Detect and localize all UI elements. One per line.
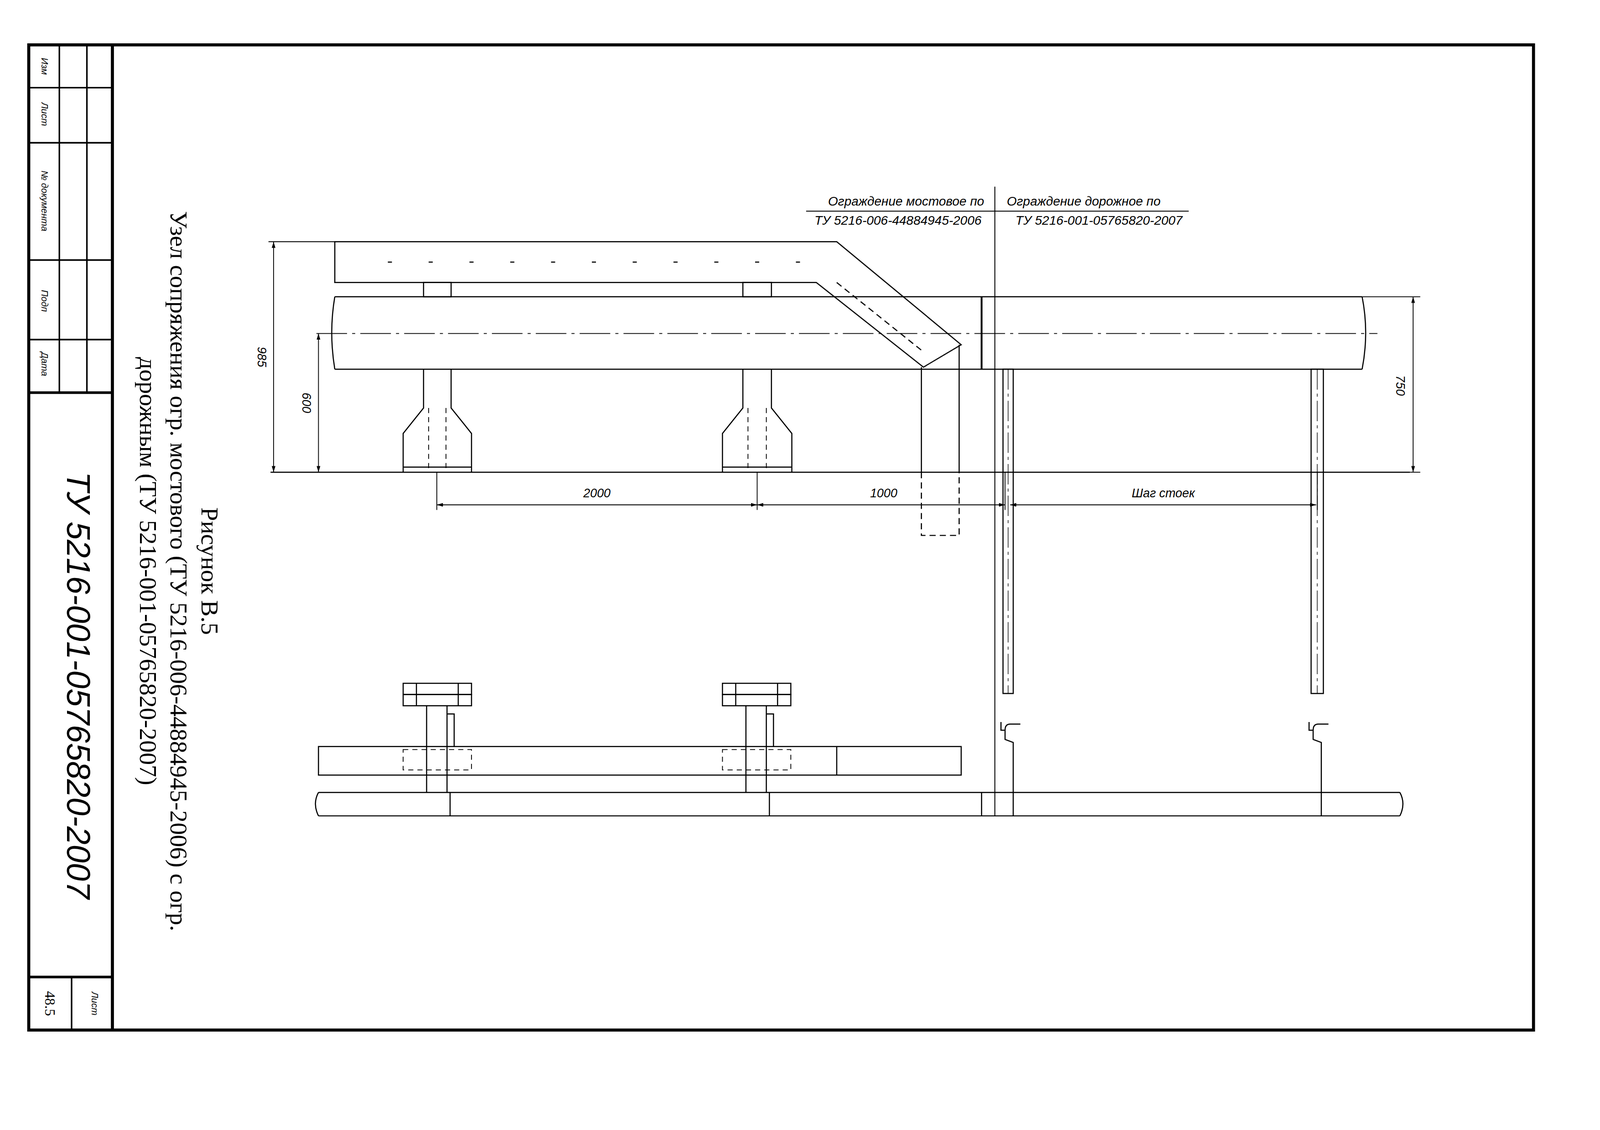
dimension-value: 600 bbox=[299, 392, 313, 414]
elevation-view bbox=[994, 186, 996, 816]
figure-caption: Узел сопряжения огр. мостового (ТУ 5216-… bbox=[132, 183, 194, 959]
plan-view bbox=[836, 746, 838, 776]
dimension-lines bbox=[1361, 296, 1421, 298]
plan-view bbox=[1000, 722, 1021, 817]
elevation-view bbox=[742, 282, 772, 297]
stamp-cell-label: Изм bbox=[39, 57, 49, 75]
dimension-lines bbox=[756, 472, 758, 511]
dimension-value: 1000 bbox=[869, 487, 898, 501]
sheet-number: 48.5 bbox=[41, 991, 57, 1017]
elevation-view bbox=[403, 369, 472, 473]
dimension-lines bbox=[436, 504, 758, 506]
plan-view bbox=[426, 705, 455, 817]
elevation-view bbox=[270, 186, 1410, 816]
elevation-view bbox=[980, 296, 983, 370]
dimension-value: 750 bbox=[1393, 375, 1407, 396]
elevation-view bbox=[806, 210, 1189, 212]
stamp-cell-label: Дата bbox=[39, 352, 49, 377]
plan-view bbox=[981, 792, 983, 816]
dimension-lines bbox=[1004, 472, 1006, 511]
elevation-view bbox=[423, 282, 451, 297]
stamp-cell-label: № документа bbox=[39, 170, 49, 232]
section-label: Ограждение дорожное по bbox=[1006, 195, 1161, 209]
elevation-view bbox=[921, 344, 960, 473]
dimension-lines bbox=[757, 504, 1006, 506]
plan-view bbox=[722, 683, 791, 695]
sheet-frame bbox=[28, 259, 113, 261]
sheet-frame bbox=[70, 977, 73, 1031]
elevation-view bbox=[388, 261, 817, 263]
elevation-view bbox=[722, 369, 792, 473]
sheet-frame bbox=[28, 976, 113, 979]
elevation-view bbox=[316, 333, 1378, 335]
plan-view bbox=[315, 792, 1404, 816]
plan-view bbox=[318, 746, 962, 776]
elevation-view bbox=[1310, 369, 1324, 694]
dimension-value: Шаг стоек bbox=[1131, 487, 1195, 501]
document-code: ТУ 5216-001-05765820-2007 bbox=[60, 471, 95, 900]
elevation-view bbox=[1003, 369, 1014, 694]
elevation-view bbox=[428, 408, 446, 473]
elevation-view bbox=[331, 296, 1367, 370]
figure-title: Рисунок В.5 bbox=[196, 507, 223, 636]
section-label: Ограждение мостовое по bbox=[828, 195, 984, 209]
section-label: ТУ 5216-006-44884945-2006 bbox=[814, 214, 982, 228]
dimension-lines bbox=[268, 241, 1421, 510]
plan-view bbox=[722, 749, 791, 771]
plan-view bbox=[722, 694, 791, 707]
dimension-value: 2000 bbox=[583, 487, 611, 501]
dimension-value: 985 bbox=[254, 346, 268, 368]
sheet-frame bbox=[28, 44, 1534, 1031]
dimension-lines bbox=[1316, 472, 1318, 511]
elevation-view bbox=[836, 282, 924, 353]
dimension-lines bbox=[1412, 296, 1414, 473]
sheet-frame bbox=[28, 44, 1534, 1031]
section-label: ТУ 5216-001-05765820-2007 bbox=[1015, 214, 1183, 228]
sheet-frame bbox=[110, 44, 114, 1031]
plan-view bbox=[745, 705, 774, 817]
dimension-lines bbox=[436, 472, 438, 511]
plan-view bbox=[403, 694, 472, 707]
elevation-view bbox=[1316, 369, 1318, 694]
plan-view bbox=[403, 749, 472, 771]
sheet-frame bbox=[28, 87, 113, 89]
plan-view bbox=[315, 683, 1404, 817]
sheet-frame bbox=[28, 338, 113, 341]
elevation-view bbox=[270, 471, 1410, 473]
sheet-frame bbox=[28, 142, 113, 144]
elevation-view bbox=[921, 472, 960, 536]
dimension-lines bbox=[1009, 504, 1316, 506]
dimension-lines bbox=[1409, 471, 1420, 473]
sheet-frame bbox=[58, 44, 60, 393]
plan-view bbox=[403, 683, 472, 695]
stamp-cell-label: Лист bbox=[88, 992, 99, 1016]
plan-view bbox=[735, 683, 778, 706]
dimension-lines bbox=[318, 333, 320, 473]
plan-view bbox=[1309, 722, 1329, 817]
elevation-view bbox=[334, 241, 962, 368]
plan-view bbox=[416, 683, 459, 706]
sheet-frame bbox=[28, 391, 113, 395]
sheet-frame bbox=[86, 44, 88, 393]
dimension-lines bbox=[273, 241, 275, 473]
dimension-lines bbox=[268, 241, 335, 243]
stamp-cell-label: Лист bbox=[39, 102, 49, 127]
elevation-view bbox=[1007, 369, 1009, 694]
elevation-view bbox=[747, 408, 767, 473]
stamp-cell-label: Подп bbox=[39, 289, 49, 312]
